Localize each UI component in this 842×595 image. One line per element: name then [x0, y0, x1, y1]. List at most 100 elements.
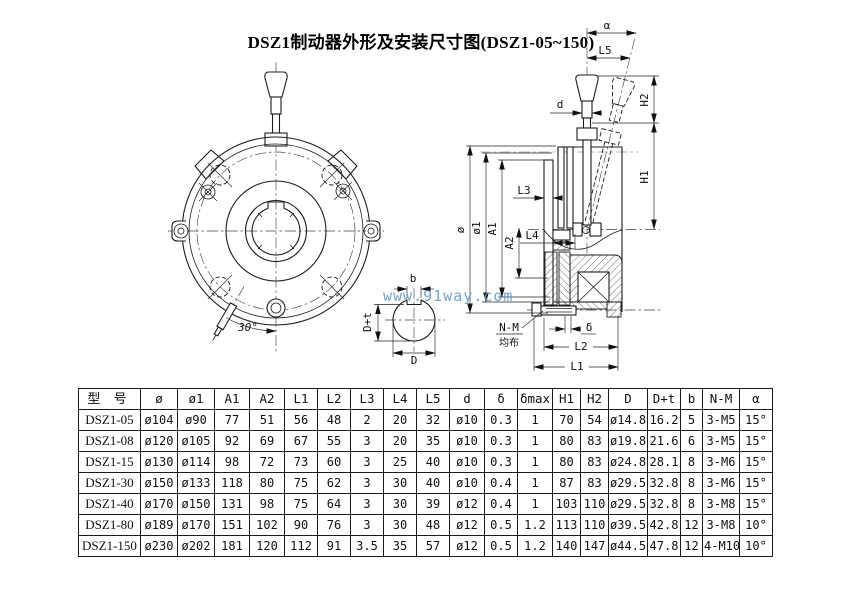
column-header: L2	[317, 388, 351, 410]
technical-drawing: 30° b D+t D	[168, 19, 662, 373]
dimension-cell: 3	[350, 451, 384, 473]
front-upper-left-tab	[194, 149, 225, 180]
dimension-cell: 48	[317, 409, 351, 431]
dim-label-phi1: ø1	[470, 221, 483, 234]
dimension-cell: ø12	[449, 493, 485, 515]
section-handle-tilted	[584, 38, 636, 229]
dimension-cell: 0.3	[484, 430, 518, 452]
dimension-cell: 75	[284, 493, 318, 515]
section-handle	[575, 74, 599, 226]
front-ring-circle	[188, 143, 364, 319]
dimension-cell: 1	[517, 409, 553, 431]
dimension-cell: 15°	[739, 430, 773, 452]
dimension-cell: 55	[317, 430, 351, 452]
dimension-cell: 30	[383, 472, 417, 494]
dimension-cell: 3-M6	[702, 472, 740, 494]
dimension-cell: 131	[214, 493, 250, 515]
dim-label-h2: H2	[638, 93, 651, 106]
front-disc-circle	[225, 180, 327, 282]
dimension-cell: 40	[416, 451, 450, 473]
dimension-cell: ø170	[177, 514, 215, 536]
front-bore-keyway	[251, 201, 301, 256]
front-right-ear	[363, 220, 381, 242]
front-upper-left-screw	[198, 182, 218, 202]
front-bottom-bolt	[266, 298, 286, 318]
dimension-cell: ø189	[140, 514, 178, 536]
dimension-cell: 67	[284, 430, 318, 452]
dimension-cell: ø12	[449, 535, 485, 557]
dim-label-d-shaft: D	[411, 354, 418, 367]
dimension-cell: 87	[552, 472, 581, 494]
column-header: δ	[484, 388, 518, 410]
dimension-cell: 3-M5	[702, 409, 740, 431]
dimension-cell: 151	[214, 514, 250, 536]
dimension-cell: ø105	[177, 430, 215, 452]
dimension-cell: ø19.8	[608, 430, 648, 452]
dimension-cell: 147	[580, 535, 609, 557]
model-cell: DSZ1-05	[78, 409, 141, 431]
dimension-cell: 113	[552, 514, 581, 536]
dimension-cell: 112	[284, 535, 318, 557]
dimension-cell: 76	[317, 514, 351, 536]
column-header: b	[680, 388, 703, 410]
dimension-cell: 42.8	[647, 514, 681, 536]
dimension-cell: 110	[580, 493, 609, 515]
dimension-cell: ø10	[449, 409, 485, 431]
dimension-cell: 62	[317, 472, 351, 494]
dim-label-d-plus-t: D+t	[361, 312, 374, 332]
dimension-cell: 3-M8	[702, 514, 740, 536]
dimension-cell: 80	[552, 430, 581, 452]
dim-label-phi: ø	[454, 226, 467, 233]
dimension-cell: 3-M5	[702, 430, 740, 452]
column-header: L5	[416, 388, 450, 410]
dimension-cell: 54	[580, 409, 609, 431]
dimension-cell: 5	[680, 409, 703, 431]
dimension-cell: 98	[249, 493, 285, 515]
column-header: L1	[284, 388, 318, 410]
column-header: A2	[249, 388, 285, 410]
dimension-cell: 75	[284, 472, 318, 494]
model-cell: DSZ1-30	[78, 472, 141, 494]
dimension-cell: 0.5	[484, 535, 518, 557]
dimension-cell: ø39.5	[608, 514, 648, 536]
page-title: DSZ1制动器外形及安装尺寸图(DSZ1-05~150)	[247, 33, 595, 52]
dimension-cell: 4-M10	[702, 535, 740, 557]
dim-label-n-m-note: 均布	[499, 337, 519, 349]
dimension-cell: 140	[552, 535, 581, 557]
dimension-cell: 12	[680, 514, 703, 536]
front-angle-arc	[225, 317, 277, 334]
front-release-screw	[212, 286, 245, 342]
dimension-cell: 90	[284, 514, 318, 536]
dimension-cell: 60	[317, 451, 351, 473]
dimension-cell: 72	[249, 451, 285, 473]
dimension-cell: 110	[580, 514, 609, 536]
dimension-cell: 0.3	[484, 409, 518, 431]
dim-label-alpha: α	[604, 19, 611, 32]
dim-label-d: d	[557, 98, 564, 111]
dimension-cell: ø90	[177, 409, 215, 431]
dimension-cell: 91	[317, 535, 351, 557]
dimension-cell: ø44.5	[608, 535, 648, 557]
dimension-cell: 15°	[739, 472, 773, 494]
front-view: 30°	[168, 62, 384, 352]
dimension-cell: 20	[383, 409, 417, 431]
dim-label-a2: A2	[503, 236, 516, 249]
dim-label-l2: L2	[574, 340, 587, 353]
dimension-cell: 20	[383, 430, 417, 452]
dimension-cell: 70	[552, 409, 581, 431]
dimension-cell: 15°	[739, 409, 773, 431]
dimension-cell: 0.4	[484, 493, 518, 515]
dimension-cell: 40	[416, 472, 450, 494]
dimension-cell: ø114	[177, 451, 215, 473]
dim-label-l4: L4	[525, 229, 539, 242]
dimension-cell: ø170	[140, 493, 178, 515]
model-cell: DSZ1-80	[78, 514, 141, 536]
dim-label-b: b	[410, 272, 417, 285]
dimension-cell: 80	[249, 472, 285, 494]
